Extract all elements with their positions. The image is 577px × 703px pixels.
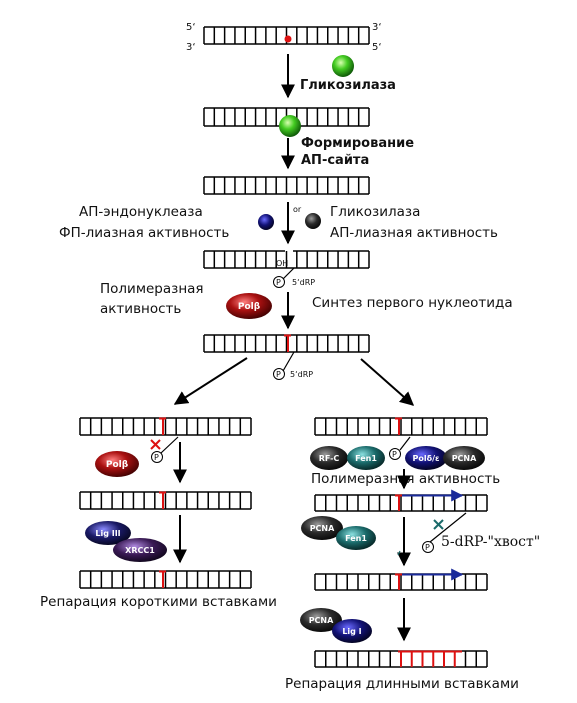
- dna-left-3: [79, 570, 252, 589]
- svg-text:Polβ: Polβ: [106, 460, 129, 470]
- svg-text:P: P: [425, 543, 430, 552]
- dna-left-2: [79, 491, 252, 510]
- ap-endonuclease-sphere: [258, 214, 274, 230]
- dna-duplex-1: [203, 26, 370, 45]
- xrcc1-protein: XRCC1: [113, 538, 167, 562]
- or-label: or: [293, 205, 302, 214]
- svg-text:RF-C: RF-C: [319, 454, 340, 463]
- dna-right-2: [314, 489, 488, 512]
- flow-arrow-right-branch: [360, 358, 415, 406]
- dna-duplex-4: [203, 250, 370, 269]
- pcna-protein: PCNA: [443, 446, 485, 470]
- svg-text:Lig I: Lig I: [342, 627, 361, 636]
- svg-text:Lig III: Lig III: [95, 529, 120, 538]
- short-patch-label: Репарация короткими вставками: [40, 594, 277, 610]
- pol-delta-epsilon-protein: Polδ/ε: [405, 446, 447, 470]
- dna-right-3: [314, 568, 488, 591]
- pcna-protein: PCNA: [300, 608, 342, 632]
- svg-text:P: P: [276, 278, 281, 287]
- svg-text:Polδ/ε: Polδ/ε: [413, 454, 440, 463]
- ap-endonuclease-label: АП-эндонуклеаза: [79, 204, 203, 220]
- first-nucleotide-label: Синтез первого нуклеотида: [312, 295, 513, 311]
- dna-right-4: [314, 650, 488, 668]
- ap-lyase-label: АП-лиазная активность: [330, 225, 498, 241]
- drp-link: [282, 267, 295, 280]
- svg-text:Fen1: Fen1: [345, 534, 367, 543]
- cleave-cross-icon: [433, 519, 444, 530]
- svg-text:PCNA: PCNA: [310, 524, 335, 533]
- fen1-protein: Fen1: [336, 526, 376, 550]
- lig3-protein: Lig III: [85, 521, 131, 545]
- pcna-protein: PCNA: [301, 516, 343, 540]
- dna-left-1: [79, 417, 252, 436]
- drp-link: [160, 436, 179, 454]
- phosphate-5drp: P: [389, 448, 401, 460]
- cleave-cross-icon: [150, 439, 161, 450]
- flow-arrow-left-branch: [173, 357, 248, 405]
- phosphate-5drp: P: [273, 368, 285, 380]
- glycosylase-bound-sphere: [279, 115, 301, 137]
- svg-text:P: P: [392, 450, 397, 459]
- damaged-base: [284, 35, 292, 43]
- dna-duplex-3: [203, 176, 370, 195]
- oh-label: OH: [276, 259, 288, 268]
- svg-text:PCNA: PCNA: [309, 616, 334, 625]
- dna-duplex-5: [203, 334, 370, 353]
- polymerase-activity-label: Полимеразная: [100, 281, 204, 297]
- svg-text:PCNA: PCNA: [452, 454, 477, 463]
- drp-label: 5‘dRP: [290, 370, 313, 379]
- rfc-protein: RF-C: [310, 446, 348, 470]
- svg-text:P: P: [276, 370, 281, 379]
- polymerase-activity-right-label: Полимеразная активность: [311, 471, 500, 487]
- glycosylase-lyase-sphere: [305, 213, 321, 229]
- svg-text:Fen1: Fen1: [355, 454, 377, 463]
- svg-text:XRCC1: XRCC1: [125, 546, 155, 555]
- drp-label: 5‘dRP: [292, 278, 315, 287]
- svg-text:P: P: [154, 453, 159, 462]
- flap-tail: [429, 512, 467, 543]
- ap-site-formation-label: Формирование: [301, 136, 414, 151]
- five-prime-label: 5‘: [372, 42, 382, 53]
- glycosylase-label: Гликозилаза: [300, 78, 396, 93]
- five-prime-label: 5‘: [186, 22, 196, 33]
- tick-mark: [397, 550, 401, 556]
- lig1-protein: Lig I: [332, 619, 372, 643]
- three-prime-label: 3‘: [186, 42, 196, 53]
- dna-right-1: [314, 417, 488, 436]
- pol-beta-protein: Polβ: [95, 451, 139, 477]
- drp-tail-label: 5-dRP-"хвост": [441, 534, 540, 550]
- long-patch-label: Репарация длинными вставками: [285, 676, 519, 692]
- glycosylase-2-label: Гликозилаза: [330, 204, 420, 220]
- ap-site-formation-label-2: АП-сайта: [301, 153, 369, 168]
- glycosylase-sphere: [332, 55, 354, 77]
- phosphate-5drp: P: [151, 451, 163, 463]
- phosphate-5drp: P: [422, 541, 434, 553]
- fen1-protein: Fen1: [347, 446, 385, 470]
- three-prime-label: 3‘: [372, 22, 382, 33]
- phosphate-5drp: P: [273, 276, 285, 288]
- fp-lyase-label: ФП-лиазная активность: [59, 225, 229, 241]
- polymerase-activity-label-2: активность: [100, 301, 181, 317]
- pol-beta-protein: Polβ: [226, 293, 272, 319]
- svg-text:Polβ: Polβ: [238, 302, 261, 312]
- drp-link: [282, 351, 295, 372]
- drp-link: [399, 436, 411, 451]
